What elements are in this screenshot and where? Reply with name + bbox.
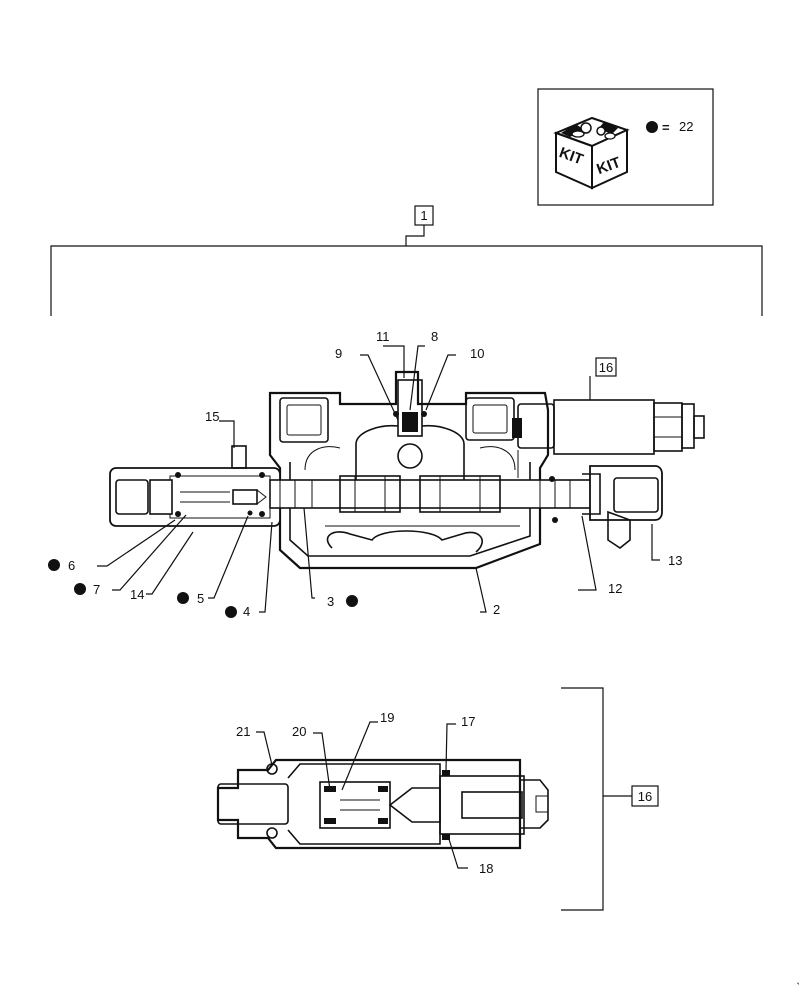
callout-14: 14 [130,587,144,602]
callout-11: 11 [376,329,390,344]
kit-dot-4 [225,606,237,618]
callout-13: 13 [668,553,682,568]
kit-legend-equals: = [662,120,670,135]
callout-4: 4 [243,604,250,619]
ref-box-16-detail: 16 [638,789,652,804]
detail-bracket: 16 [256,687,659,911]
kit-dot-5 [177,592,189,604]
leader-lines-main [97,345,660,613]
callout-7: 7 [93,582,100,597]
callout-5: 5 [197,591,204,606]
kit-legend-value: 22 [679,119,693,134]
ref-box-16-top: 16 [599,360,613,375]
kit-box-icon: KIT KIT [553,116,630,190]
callout-2: 2 [493,602,500,617]
callout-21: 21 [236,724,250,739]
callout-17: 17 [461,714,475,729]
callout-3: 3 [327,594,334,609]
callout-12: 12 [608,581,622,596]
callout-6: 6 [68,558,75,573]
kit-dot-6 [48,559,60,571]
assembly-bracket: 1 [50,205,763,316]
callout-15: 15 [205,409,219,424]
control-valve-section [109,370,705,570]
kit-dot-7 [74,583,86,595]
callout-8: 8 [431,329,438,344]
kit-legend: KIT KIT = 22 [537,88,714,206]
kit-legend-dot [646,121,658,133]
corner-mark: ˋ [796,980,800,995]
callout-19: 19 [380,710,394,725]
callout-20: 20 [292,724,306,739]
callout-10: 10 [470,346,484,361]
callout-labels-main: 11 8 9 10 16 15 6 7 14 5 4 3 2 12 13 [68,329,682,619]
ref-box-1: 1 [420,208,427,223]
relief-valve-detail [216,758,549,850]
kit-marker-dots [48,559,358,618]
callout-labels-detail: 21 20 19 17 18 [236,710,493,876]
callout-9: 9 [335,346,342,361]
kit-dot-3 [346,595,358,607]
callout-18: 18 [479,861,493,876]
